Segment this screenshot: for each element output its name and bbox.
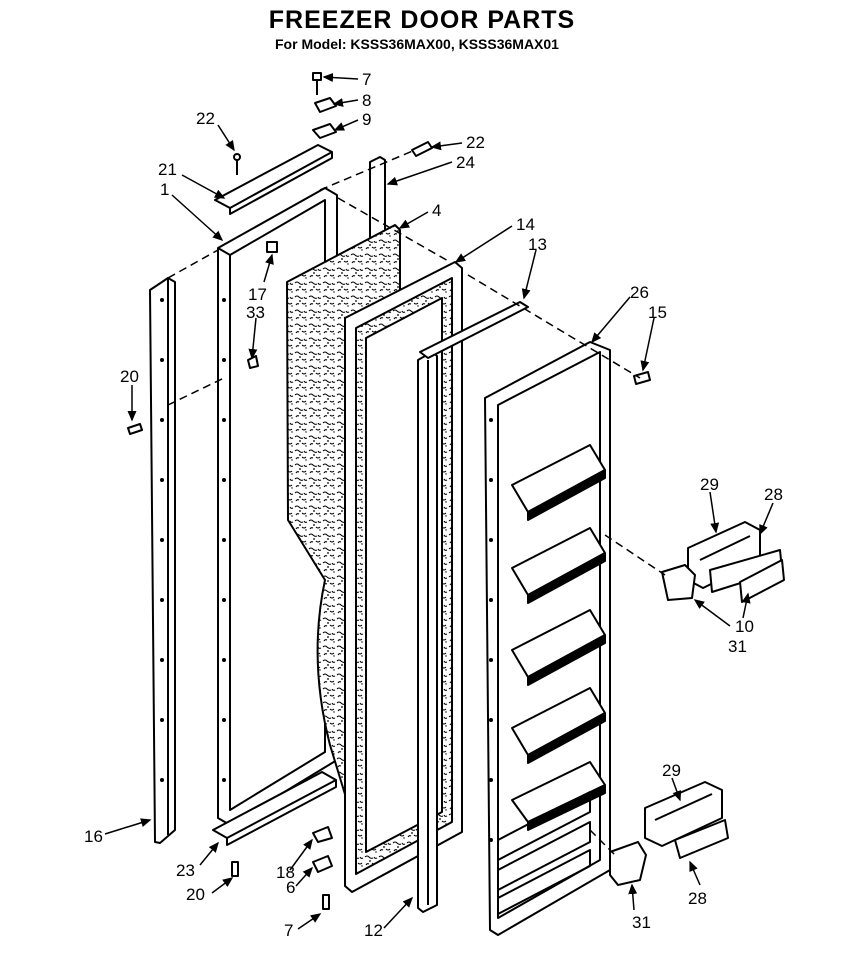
upper-bin-assembly xyxy=(661,521,785,603)
diagram-header: FREEZER DOOR PARTS For Model: KSSS36MAX0… xyxy=(0,6,864,52)
callout-26: 26 xyxy=(630,283,649,302)
part-13-rail xyxy=(419,301,529,359)
leader-lines xyxy=(104,73,774,930)
callout-20-left: 20 xyxy=(120,367,139,386)
part-12-strip xyxy=(417,351,438,913)
callout-29-upper: 29 xyxy=(700,475,719,494)
part-16-strip xyxy=(149,277,176,844)
callout-23: 23 xyxy=(176,861,195,880)
model-subtitle: For Model: KSSS36MAX00, KSSS36MAX01 xyxy=(275,36,559,52)
callout-4: 4 xyxy=(432,201,441,220)
callout-21: 21 xyxy=(158,160,177,179)
part-23-bottom-bracket xyxy=(212,771,337,846)
part-14-gasket xyxy=(344,261,463,893)
callout-28-lower: 28 xyxy=(688,889,707,908)
callout-31-lower: 31 xyxy=(632,913,651,932)
assembly-dashed-lines xyxy=(167,149,666,856)
callout-14: 14 xyxy=(516,215,535,234)
callout-labels: 7 8 9 22 22 24 21 1 4 14 13 17 33 26 15 … xyxy=(84,70,783,940)
callout-24: 24 xyxy=(456,153,475,172)
callout-20-bottom: 20 xyxy=(186,885,205,904)
callout-9: 9 xyxy=(362,110,371,129)
diagram-title: FREEZER DOOR PARTS xyxy=(268,6,576,34)
callout-10: 10 xyxy=(735,617,754,636)
part-26-door-shell xyxy=(484,341,611,936)
callout-28-upper: 28 xyxy=(764,485,783,504)
callout-18: 18 xyxy=(276,863,295,882)
part-24-strip xyxy=(369,156,386,244)
callout-7-top: 7 xyxy=(362,70,371,89)
callout-22-left: 22 xyxy=(196,109,215,128)
callout-6: 6 xyxy=(286,878,295,897)
callout-22-right: 22 xyxy=(466,133,485,152)
callout-13: 13 xyxy=(528,235,547,254)
callout-12: 12 xyxy=(364,921,383,940)
callout-33: 33 xyxy=(246,303,265,322)
callout-16: 16 xyxy=(84,827,103,846)
callout-7-bottom: 7 xyxy=(284,921,293,940)
callout-31-upper: 31 xyxy=(728,637,747,656)
callout-15: 15 xyxy=(648,303,667,322)
callout-17: 17 xyxy=(248,285,267,304)
callout-1: 1 xyxy=(160,180,169,199)
door-shelves xyxy=(511,444,606,831)
callout-29-lower: 29 xyxy=(662,761,681,780)
part-21-top-bracket xyxy=(214,144,333,215)
callout-8: 8 xyxy=(362,91,371,110)
lower-bin-assembly xyxy=(609,781,729,886)
